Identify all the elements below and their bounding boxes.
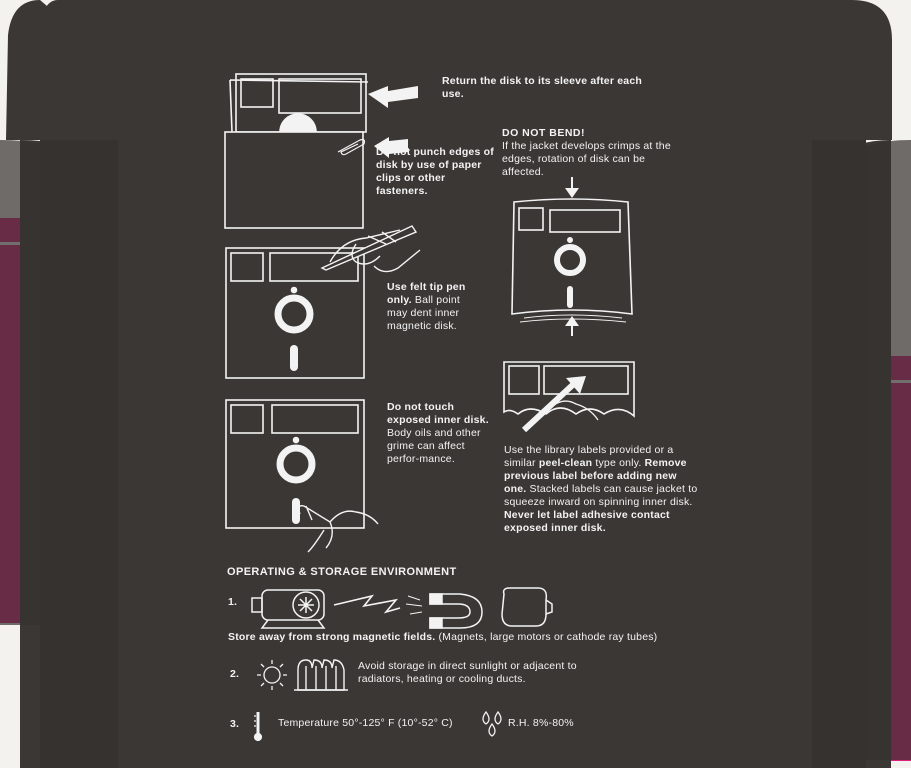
labels-text-c: type only.	[592, 457, 645, 469]
magnet-icon	[405, 593, 483, 629]
radiator-icon	[294, 659, 348, 691]
labels-text-f: Never let label adhesive contact exposed…	[504, 509, 670, 534]
pen-bold: Use felt tip pen only.	[387, 281, 466, 306]
env-item-3-number: 3.	[230, 718, 240, 730]
labels-instruction: Use the library labels provided or a sim…	[504, 444, 698, 535]
env-item-1-text: Store away from strong magnetic fields. …	[228, 631, 828, 644]
disk-pen-illustration	[225, 247, 365, 379]
crt-tube-icon	[501, 587, 553, 627]
arrow-left-icon	[374, 137, 408, 158]
felt-pen-hand-icon	[320, 225, 421, 273]
labels-text-d: Remove previous label before adding new …	[504, 457, 687, 495]
env-item-1-number: 1.	[228, 596, 238, 608]
bent-disk-illustration	[511, 198, 633, 323]
sleeve-instruction: Return the disk to its sleeve after each…	[442, 75, 642, 100]
motor-icon	[251, 589, 326, 629]
disk-in-sleeve-illustration	[224, 73, 369, 229]
finger-hand-icon	[297, 504, 379, 553]
env-item-2-text: Avoid storage in direct sunlight or adja…	[358, 660, 577, 685]
touch-instruction: Do not touch exposed inner disk. Body oi…	[387, 401, 497, 466]
environment-title: OPERATING & STORAGE ENVIRONMENT	[227, 566, 457, 578]
labels-text-a: Use the library labels provided or a sim…	[504, 444, 674, 469]
env-item-1-bold: Store away from strong magnetic fields.	[228, 631, 436, 643]
paper-clip-icon	[337, 138, 366, 156]
labels-text-b: peel-clean	[538, 457, 593, 469]
arrow-up-icon	[565, 316, 579, 336]
env-item-1-detail: (Magnets, large motors or cathode ray tu…	[435, 631, 658, 643]
touch-text: Body oils and other grime can affect per…	[387, 427, 481, 465]
arrow-down-icon	[565, 177, 579, 198]
lightning-icon	[333, 594, 401, 614]
bend-title: DO NOT BEND!	[502, 127, 585, 139]
labels-text-e: Stacked labels can cause jacket to squee…	[504, 483, 698, 508]
disk-touch-illustration	[225, 399, 365, 529]
pen-text: Ball point may dent inner magnetic disk.	[387, 294, 461, 332]
bend-text: If the jacket develops crimps at the edg…	[502, 140, 671, 178]
humidity-drops-icon	[482, 710, 502, 737]
env-item-2-number: 2.	[230, 668, 240, 680]
touch-bold: Do not touch exposed inner disk.	[387, 401, 489, 426]
arrow-left-icon	[368, 86, 418, 108]
temperature-range: Temperature 50°-125° F (10°-52° C)	[278, 717, 453, 729]
punch-instruction: Do not punch edges of disk by use of pap…	[376, 146, 494, 197]
humidity-range: R.H. 8%-80%	[508, 717, 574, 729]
thermometer-icon	[253, 712, 263, 742]
label-peel-illustration	[503, 361, 635, 433]
pen-instruction: Use felt tip pen only. Ball point may de…	[387, 281, 483, 333]
sun-icon	[257, 660, 287, 690]
